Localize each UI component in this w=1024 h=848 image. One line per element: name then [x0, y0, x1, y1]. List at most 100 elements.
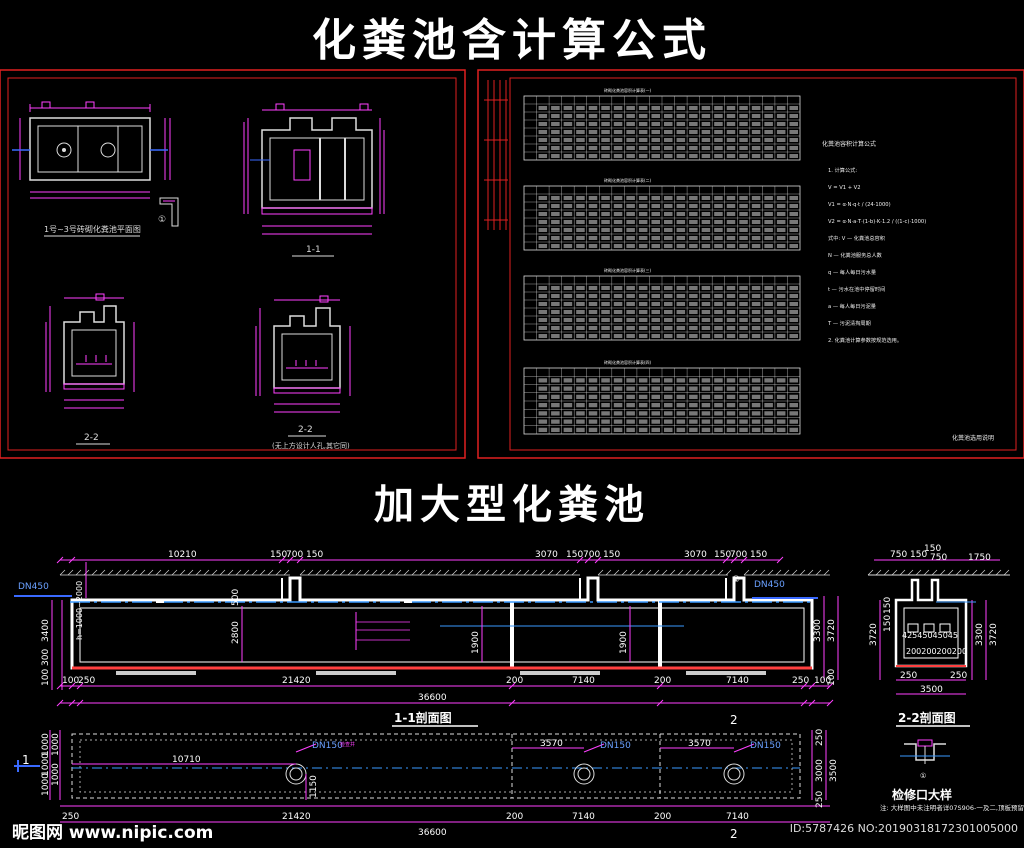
formula-footer: 化粪池选用说明 — [952, 434, 994, 442]
sheet-frames — [0, 69, 1024, 459]
detail-callout: ① — [920, 772, 926, 780]
small-section-2-2-a: 2-2 — [45, 293, 135, 445]
formula-line: V1 = α·N·q·t / (24·1000) — [828, 202, 891, 208]
formula-line: T — 污泥清掏周期 — [827, 319, 871, 327]
calc-table-title: 砖砌化粪池容积计算表(四) — [604, 359, 652, 365]
plan-dim-1150: 1150 — [309, 775, 319, 798]
plan-right-250a: 250 — [815, 729, 825, 746]
section-22b-note: (无上方设计人孔,其它同) — [272, 441, 350, 450]
frame-left — [0, 69, 466, 459]
dim-top-150f: 150 — [750, 550, 767, 560]
dim-bot-200b: 200 — [654, 676, 671, 686]
calc-table-title: 砖砌化粪池容积计算表(三) — [604, 267, 652, 273]
dim22-150b: 150 — [924, 544, 941, 554]
plan-right-3500: 3500 — [829, 759, 839, 782]
dim-bot-250b: 250 — [792, 676, 809, 686]
plan-right-250b: 250 — [815, 791, 825, 808]
dim-right-3720: 3720 — [827, 619, 837, 642]
dim22-right-3720: 3720 — [989, 623, 999, 646]
formula-line: V2 = α·N·a·T·(1-b)·K·1.2 / ((1-c)·1000) — [828, 219, 926, 225]
plan-dim-21420: 21420 — [282, 812, 311, 822]
dim22-mid-b: 200200200200 — [906, 647, 967, 656]
dim22-250b: 250 — [950, 671, 967, 681]
plan-dim-7140a: 7140 — [572, 812, 595, 822]
plan-dim-total: 36600 — [418, 828, 447, 838]
dim22-left-150b: 150 — [883, 615, 893, 632]
dim-bot-200a: 200 — [506, 676, 523, 686]
section-1-1-drawing — [14, 556, 1010, 707]
frame-left-inner — [7, 77, 457, 451]
plan-right-3000: 3000 — [815, 759, 825, 782]
formula-line: V = V1 + V2 — [828, 185, 861, 191]
dim-3070b: 3070 — [684, 550, 707, 560]
plan-pipe-tag: 检查井 — [340, 741, 355, 748]
plan-left-1000b: 1000 — [41, 753, 51, 776]
small-section-1-1: 1-1 — [243, 103, 385, 257]
plan-dim-200b: 200 — [654, 812, 671, 822]
pipe-in-label: DN450 — [18, 582, 49, 592]
calc-tables: 砖砌化粪池容积计算表(一) 砖砌化粪池容积计算表(二) 砖砌化粪池容积计算表(三) 砖… — [523, 87, 801, 435]
calc-table-title: 砖砌化粪池容积计算表(一) — [604, 87, 652, 93]
dim22-3500: 3500 — [920, 685, 943, 695]
dim-bot-100a: 100 — [62, 676, 79, 686]
calc-table: 砖砌化粪池容积计算表(三) — [523, 267, 801, 341]
dim-top-700c: 700 — [730, 550, 747, 560]
dim22-left-3720: 3720 — [869, 623, 879, 646]
small-section-2-2-b: 2-2 (无上方设计人孔,其它同) — [255, 295, 351, 450]
dim-10210: 10210 — [168, 550, 197, 560]
formula-line: 1. 计算公式: — [828, 166, 857, 174]
dim22-250a: 250 — [900, 671, 917, 681]
plan-pipe-2: DN150 — [600, 741, 631, 751]
plan-pipe-1: DN150 — [312, 741, 343, 751]
dim22-150a: 150 — [910, 550, 927, 560]
dim-top-150d: 150 — [603, 550, 620, 560]
formula-line: 式中: V — 化粪池总容积 — [828, 234, 885, 242]
dim22-mid-a: 42545045045 — [902, 631, 958, 640]
section-22b-label: 2-2 — [298, 425, 313, 435]
plan-caption: 1号~3号砖砌化粪池平面图 — [44, 224, 141, 234]
detail-note: 注: 大样图中未注明者详07S906-一及二,顶板预留孔Φ90。 — [880, 803, 1024, 812]
calc-table: 砖砌化粪池容积计算表(四) — [523, 359, 801, 435]
plan-pipe-3: DN150 — [750, 741, 781, 751]
section-2-2-drawing — [868, 559, 1010, 695]
dim-bot-250a: 250 — [78, 676, 95, 686]
dim-500: 500 — [231, 589, 241, 606]
calc-table-title: 砖砌化粪池容积计算表(二) — [604, 177, 652, 183]
dim22-750a: 750 — [890, 550, 907, 560]
pipe-out-label: DN450 — [754, 580, 785, 590]
dim-21420: 21420 — [282, 676, 311, 686]
dim-h-range: h=1000~2000 — [75, 581, 84, 640]
dim-1900a: 1900 — [471, 631, 481, 654]
watermark-left: 昵图网 www.nipic.com — [12, 823, 214, 843]
section-22-caption: 2-2剖面图 — [898, 710, 956, 725]
plan-dim-200a: 200 — [506, 812, 523, 822]
dim-left-100: 100 — [41, 669, 51, 686]
dim-top-150b: 150 — [306, 550, 323, 560]
page-title: 化粪池含计算公式 — [312, 15, 712, 66]
formula-line: N — 化粪池服务总人数 — [828, 251, 883, 259]
plan-dim-3570b: 3570 — [688, 739, 711, 749]
plan-callout-1: ① — [158, 215, 166, 225]
formula-line: a — 每人每日污泥量 — [828, 302, 876, 310]
plan-mark-1: 1 — [22, 753, 30, 767]
dim-left-300: 300 — [41, 649, 51, 666]
calc-table: 砖砌化粪池容积计算表(二) — [523, 177, 801, 251]
watermark-right: ID:5787426 NO:20190318172301005000 — [789, 822, 1018, 835]
calc-table: 砖砌化粪池容积计算表(一) — [523, 87, 801, 161]
formula-line: q — 每人每日污水量 — [828, 268, 876, 276]
detail-caption: 检修口大样 — [892, 787, 952, 802]
plan-dim-7140b: 7140 — [726, 812, 749, 822]
dim-right-100: 100 — [827, 669, 837, 686]
dim-7140b: 7140 — [726, 676, 749, 686]
formula-line: t — 污水在池中停留时间 — [828, 285, 885, 293]
dim22-750b: 750 — [930, 553, 947, 563]
plan-left-1000d: 1000 — [51, 733, 61, 756]
plan-dim-3570a: 3570 — [540, 739, 563, 749]
dim-top-700a: 700 — [286, 550, 303, 560]
dim-top-150e: 150 — [714, 550, 731, 560]
dim-top-700b: 700 — [583, 550, 600, 560]
dim-top-150c: 150 — [566, 550, 583, 560]
plan-left-1000a: 1000 — [41, 733, 51, 756]
